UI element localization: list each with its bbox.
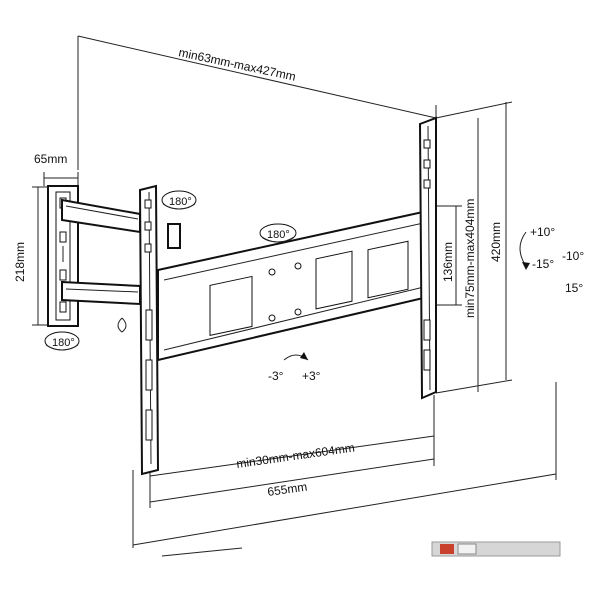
level-minus-label: -3° [268,369,284,383]
plate-height-dimension [32,186,48,326]
tilt-down-label: -15° [532,257,554,271]
plate-depth-label: 65mm [34,152,67,166]
tilt-alt-up-label: 15° [565,281,583,295]
level-arrow-icon [283,352,309,361]
tilt-arrow-icon [519,231,530,270]
lower-rotation-icon [44,331,80,351]
right-vertical-bracket [418,116,437,400]
lower-arm [61,280,141,306]
level-plus-label: +3° [302,369,321,383]
upper-rotation-label: 180° [169,196,192,208]
middle-rotation-label: 180° [267,229,290,241]
horizontal-spacing-label: min30mm-max604mm [235,440,355,470]
inner-height-label: 136mm [441,242,455,282]
depth-dimension [77,35,437,170]
middle-rotation-icon [259,223,297,243]
middle-post [138,184,160,476]
vertical-spacing-label: min75mm-max404mm [463,199,477,318]
vertical-dimensions [435,101,513,394]
tv-bracket-arm [157,208,433,362]
plate-height-label: 218mm [13,242,27,282]
tilt-alt-down-label: -10° [562,249,584,263]
depth-range-label: min63mm-max427mm [177,45,297,84]
horizontal-dimensions [132,382,557,557]
tilt-up-label: +10° [530,225,555,239]
arm-width-label: 655mm [266,480,308,499]
upper-rotation-icon [161,190,197,210]
bracket-height-label: 420mm [489,222,503,262]
plate-depth-dimension [43,172,79,186]
corner-artifact [431,541,561,557]
lower-rotation-label: 180° [52,337,75,349]
